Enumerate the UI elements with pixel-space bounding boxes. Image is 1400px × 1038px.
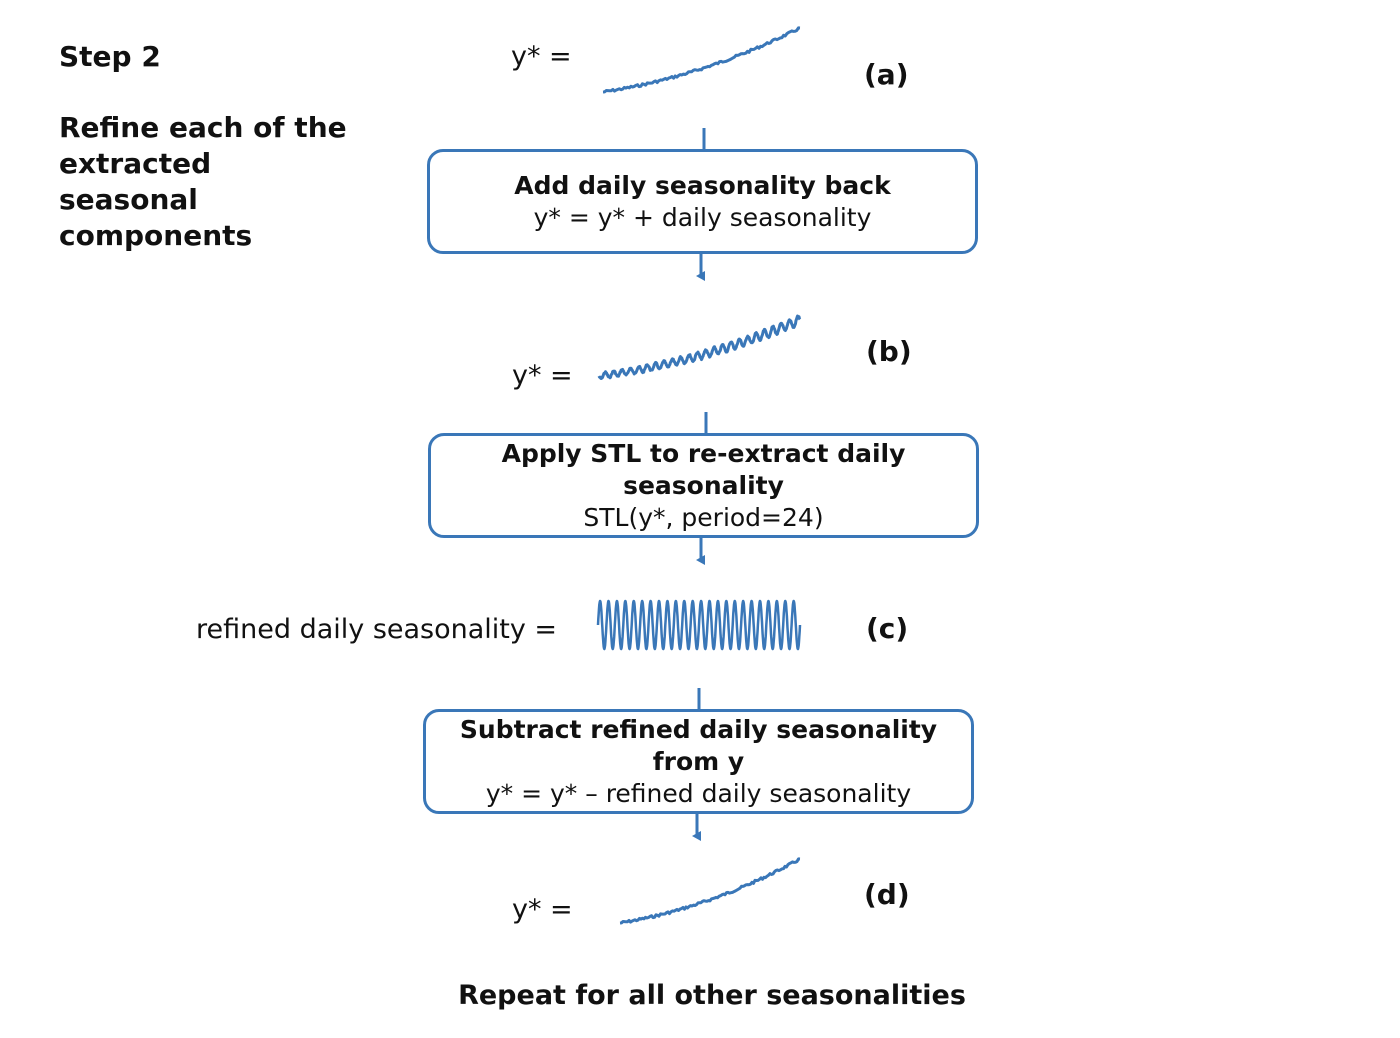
panel-label-c: (c)	[866, 612, 909, 645]
step-description-line: extracted	[59, 147, 212, 180]
step-title: Step 2	[59, 40, 161, 73]
step-description-line: components	[59, 219, 253, 252]
box-formula: y* = y* – refined daily seasonality	[485, 778, 912, 808]
panel-label-d: (d)	[864, 878, 910, 911]
equation-a: y* =	[511, 41, 572, 72]
oscillating-trend-line-b	[597, 314, 802, 380]
step-box-apply-stl: Apply STL to re-extract daily seasonalit…	[428, 433, 979, 538]
panel-label-b: (b)	[866, 335, 912, 368]
panel-label-a: (a)	[864, 58, 909, 91]
footer-note: Repeat for all other seasonalities	[458, 980, 966, 1011]
equation-b: y* =	[512, 360, 573, 391]
seasonality-wave-c	[596, 599, 802, 651]
trend-line-a	[602, 26, 801, 94]
step-description-line: seasonal	[59, 183, 198, 216]
box-title: Add daily seasonality back	[514, 170, 891, 200]
trend-plot-d	[619, 857, 801, 925]
equation-c: refined daily seasonality =	[196, 614, 558, 645]
trend-line-d	[619, 857, 801, 925]
trend-plot-b	[597, 314, 802, 380]
step-description-line: Refine each of the	[59, 111, 347, 144]
box-formula: STL(y*, period=24)	[583, 502, 824, 532]
seasonality-plot-c	[596, 599, 802, 651]
step-box-subtract: Subtract refined daily seasonality from …	[423, 709, 974, 814]
trend-plot-a	[602, 26, 801, 94]
step-box-add-daily: Add daily seasonality back y* = y* + dai…	[427, 149, 978, 254]
box-title: Subtract refined daily seasonality from …	[459, 714, 938, 776]
box-title: Apply STL to re-extract daily seasonalit…	[501, 438, 906, 500]
step-description: Refine each of the extracted seasonal co…	[59, 110, 359, 254]
box-formula: y* = y* + daily seasonality	[533, 202, 872, 232]
equation-d: y* =	[512, 894, 573, 925]
